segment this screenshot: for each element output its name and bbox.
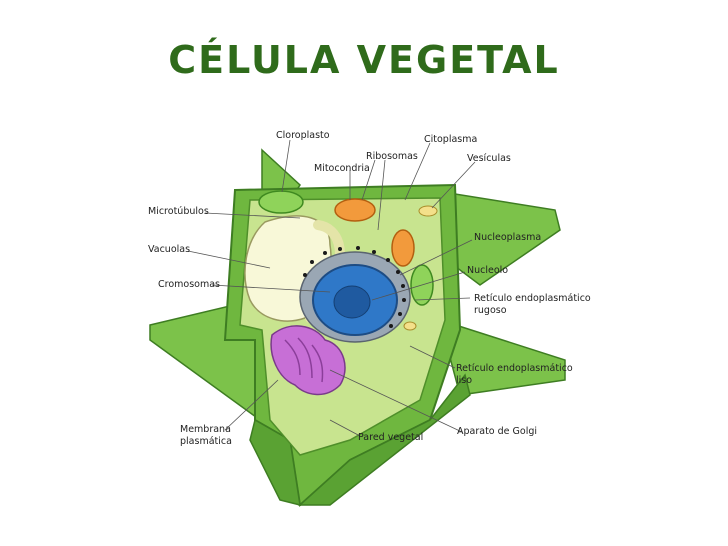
vesicle: [418, 205, 438, 217]
label-microtubulos: Microtúbulos: [148, 206, 209, 217]
label-reticulo-liso: Retículo endoplasmático liso: [456, 363, 573, 386]
label-vesiculas: Vesículas: [467, 153, 511, 164]
label-nucleolo: Nucleolo: [467, 265, 509, 276]
label-cromosomas: Cromosomas: [158, 279, 220, 290]
label-citoplasma: Citoplasma: [424, 134, 478, 145]
ribosomes: [303, 246, 406, 328]
label-cloroplasto: Cloroplasto: [276, 130, 330, 141]
label-mitocondria: Mitocondria: [314, 163, 370, 174]
leader-lines: [187, 139, 476, 437]
label-reticulo-rugoso: Retículo endoplasmático rugoso: [474, 293, 591, 316]
page-title: CÉLULA VEGETAL: [168, 38, 560, 82]
label-ribosomas: Ribosomas: [366, 151, 418, 162]
label-nucleoplasma: Nucleoplasma: [474, 232, 542, 243]
mitochondrion: [391, 229, 415, 267]
label-vacuolas: Vacuolas: [148, 244, 191, 255]
golgi-apparatus: [270, 325, 346, 396]
label-membrana: Membrana plasmática: [180, 424, 232, 447]
chloroplast: [258, 190, 304, 214]
mitochondrion: [334, 198, 376, 222]
golgi-stack: [284, 337, 324, 383]
vesicle: [403, 321, 417, 331]
label-pared: Pared vegetal: [358, 432, 424, 443]
nucleolus: [333, 285, 371, 319]
label-aparato-golgi: Aparato de Golgi: [457, 426, 538, 437]
